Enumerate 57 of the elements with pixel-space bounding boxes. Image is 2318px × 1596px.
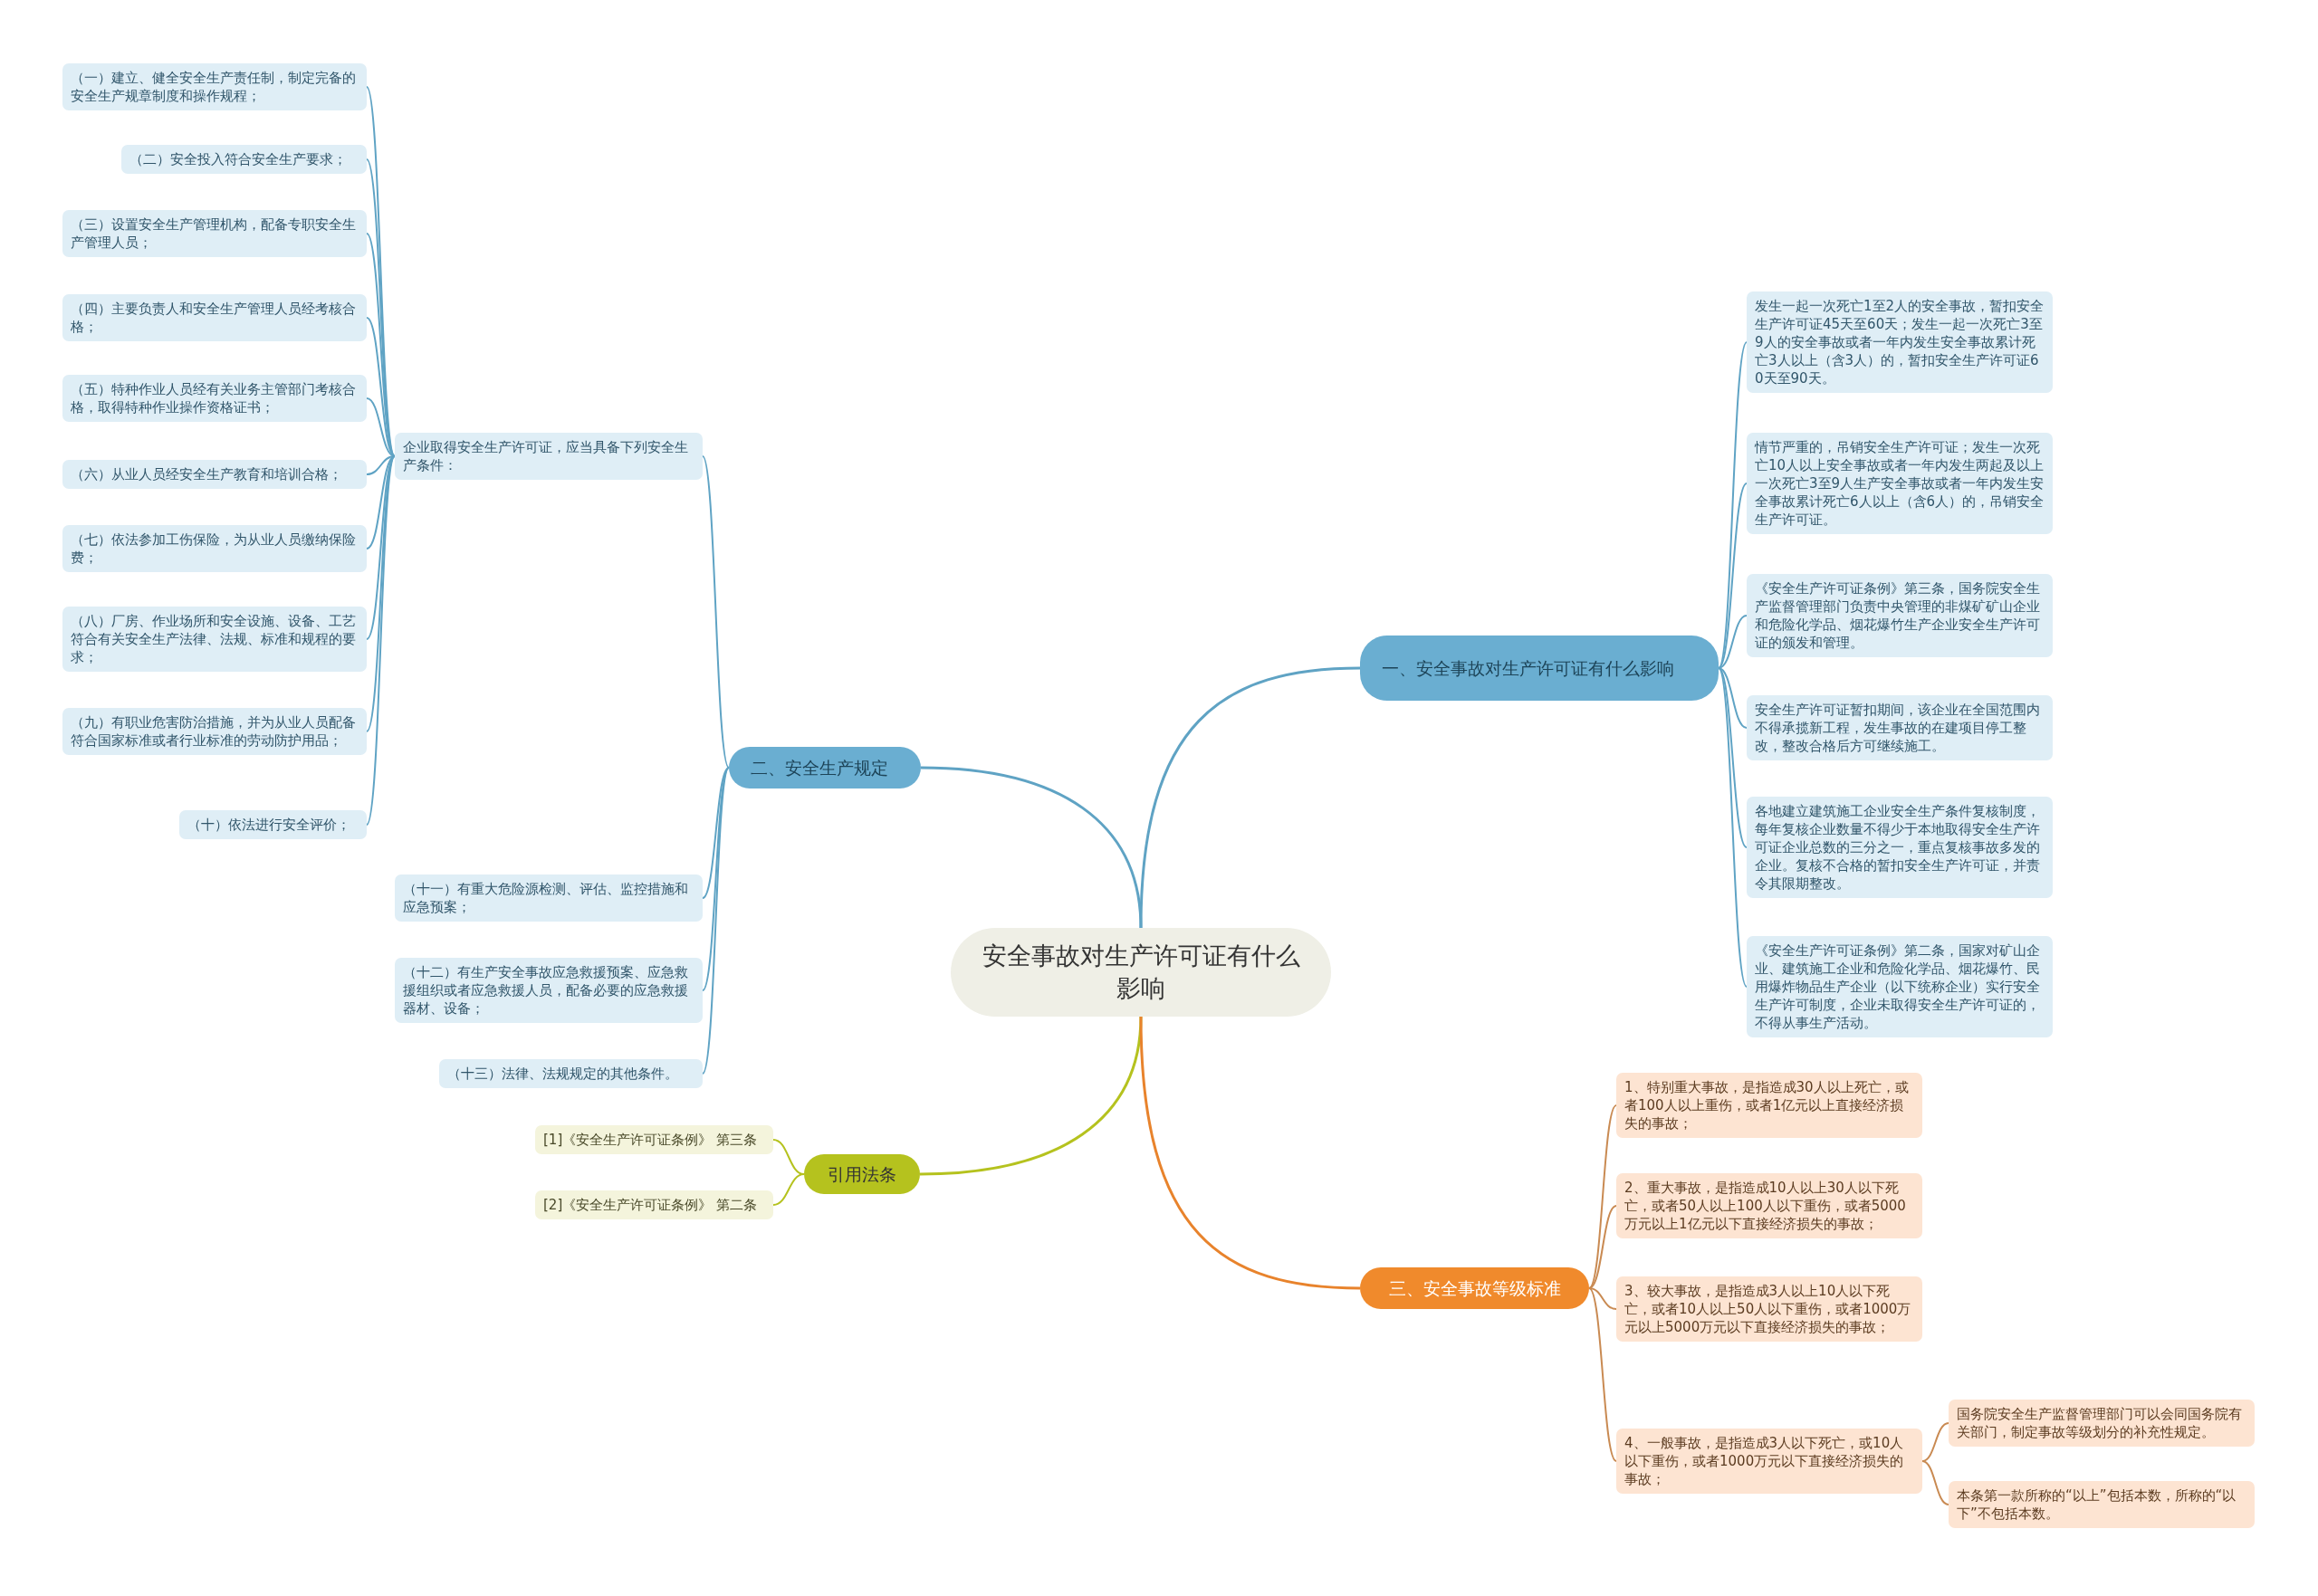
connector-line bbox=[920, 766, 1143, 929]
branch-topic: 二、安全生产规定 bbox=[729, 747, 921, 788]
subtopic-box: （十二）有生产安全事故应急救援预案、应急救援组织或者应急救援人员，配备必要的应急救援器材、设备； bbox=[395, 958, 703, 1023]
central-topic: 安全事故对生产许可证有什么影响 bbox=[951, 928, 1331, 1017]
connector-line bbox=[1718, 667, 1748, 848]
subtopic-box: 国务院安全生产监督管理部门可以会同国务院有关部门，制定事故等级划分的补充性规定。 bbox=[1949, 1400, 2255, 1447]
subtopic-box: （五）特种作业人员经有关业务主管部门考核合格，取得特种作业操作资格证书； bbox=[62, 375, 367, 422]
subtopic-box: 2、重大事故，是指造成10人以上30人以下死亡，或者50人以上100人以下重伤，或者5000万元以上1亿元以下直接经济损失的事故； bbox=[1616, 1173, 1922, 1238]
subtopic-box: 《安全生产许可证条例》第二条，国家对矿山企业、建筑施工企业和危险化学品、烟花爆竹、民用爆炸物品生产企业（以下统称企业）实行安全生产许可制度，企业未取得安全生产许可证的，不得从事生产活动。 bbox=[1747, 936, 2053, 1037]
subtopic-box: （七）依法参加工伤保险，为从业人员缴纳保险费； bbox=[62, 525, 367, 572]
connector-line bbox=[1718, 667, 1748, 729]
connector-line bbox=[1718, 667, 1748, 988]
subtopic-box: [2]《安全生产许可证条例》 第二条 bbox=[535, 1190, 773, 1219]
connector-line bbox=[1588, 1287, 1617, 1310]
connector-line bbox=[919, 1016, 1143, 1176]
subtopic-box: （十三）法律、法规规定的其他条件。 bbox=[439, 1059, 703, 1088]
subtopic-box: （三）设置安全生产管理机构，配备专职安全生产管理人员； bbox=[62, 210, 367, 257]
connector-line bbox=[1718, 615, 1748, 669]
connector-line bbox=[772, 1173, 805, 1206]
branch-topic: 一、安全事故对生产许可证有什么影响 bbox=[1360, 636, 1719, 701]
branch-topic: 三、安全事故等级标准 bbox=[1360, 1267, 1589, 1309]
subtopic-box: （六）从业人员经安全生产教育和培训合格； bbox=[62, 460, 367, 489]
subtopic-box: （四）主要负责人和安全生产管理人员经考核合格； bbox=[62, 294, 367, 341]
connector-line bbox=[1718, 483, 1748, 669]
subtopic-box: （十一）有重大危险源检测、评估、监控措施和应急预案； bbox=[395, 874, 703, 922]
connector-line bbox=[702, 455, 730, 769]
connector-line bbox=[366, 455, 396, 732]
connector-line bbox=[366, 158, 396, 457]
subtopic-box: （八）厂房、作业场所和安全设施、设备、工艺符合有关安全生产法律、法规、标准和规程的要求； bbox=[62, 607, 367, 672]
subtopic-box: 本条第一款所称的“以上”包括本数，所称的“以下”不包括本数。 bbox=[1949, 1481, 2255, 1528]
connector-line bbox=[1921, 1460, 1949, 1505]
connector-line bbox=[1588, 1287, 1617, 1462]
connector-line bbox=[702, 767, 730, 991]
subtopic-box: 《安全生产许可证条例》第三条，国务院安全生产监督管理部门负责中央管理的非煤矿矿山企业和危险化学品、烟花爆竹生产企业安全生产许可证的颁发和管理。 bbox=[1747, 574, 2053, 657]
subtopic-box: 安全生产许可证暂扣期间，该企业在全国范围内不得承揽新工程，发生事故的在建项目停工整改，整改合格后方可继续施工。 bbox=[1747, 695, 2053, 760]
connector-line bbox=[702, 767, 730, 1075]
connector-line bbox=[1921, 1422, 1949, 1462]
subtopic-box: 企业取得安全生产许可证，应当具备下列安全生产条件： bbox=[395, 433, 703, 480]
connector-line bbox=[1139, 1016, 1361, 1290]
connector-line bbox=[1718, 341, 1748, 669]
subtopic-box: （二）安全投入符合安全生产要求； bbox=[121, 145, 367, 174]
subtopic-box: 情节严重的，吊销安全生产许可证；发生一次死亡10人以上安全事故或者一年内发生两起及以上一次死亡3至9人生产安全事故或者一年内发生安全事故累计死亡6人以上（含6人）的，吊销安全生产许可证。 bbox=[1747, 433, 2053, 534]
branch-topic: 引用法条 bbox=[804, 1154, 920, 1194]
connector-line bbox=[1139, 666, 1361, 929]
subtopic-box: （九）有职业危害防治措施，并为从业人员配备符合国家标准或者行业标准的劳动防护用品； bbox=[62, 708, 367, 755]
subtopic-box: （一）建立、健全安全生产责任制，制定完备的安全生产规章制度和操作规程； bbox=[62, 63, 367, 110]
connector-line bbox=[1588, 1205, 1617, 1289]
subtopic-box: 1、特别重大事故，是指造成30人以上死亡，或者100人以上重伤，或者1亿元以上直接经济损失的事故； bbox=[1616, 1073, 1922, 1138]
connector-line bbox=[702, 767, 730, 899]
connector-line bbox=[1588, 1104, 1617, 1289]
subtopic-box: 各地建立建筑施工企业安全生产条件复核制度，每年复核企业数量不得少于本地取得安全生产许可证企业总数的三分之一，重点复核事故多发的企业。复核不合格的暂扣安全生产许可证，并责令其限期整改。 bbox=[1747, 797, 2053, 898]
subtopic-box: 4、一般事故，是指造成3人以下死亡，或10人以下重伤，或者1000万元以下直接经济损失的事故； bbox=[1616, 1429, 1922, 1494]
subtopic-box: [1]《安全生产许可证条例》 第三条 bbox=[535, 1125, 773, 1154]
subtopic-box: （十）依法进行安全评价； bbox=[179, 810, 367, 839]
connector-line bbox=[366, 455, 396, 826]
subtopic-box: 发生一起一次死亡1至2人的安全事故，暂扣安全生产许可证45天至60天；发生一起一次死亡3至9人的安全事故或者一年内发生安全事故累计死亡3人以上（含3人）的，暂扣安全生产许可证60天至90天。 bbox=[1747, 291, 2053, 393]
subtopic-box: 3、较大事故，是指造成3人以上10人以下死亡，或者10人以上50人以下重伤，或者1000万元以上5000万元以下直接经济损失的事故； bbox=[1616, 1276, 1922, 1342]
